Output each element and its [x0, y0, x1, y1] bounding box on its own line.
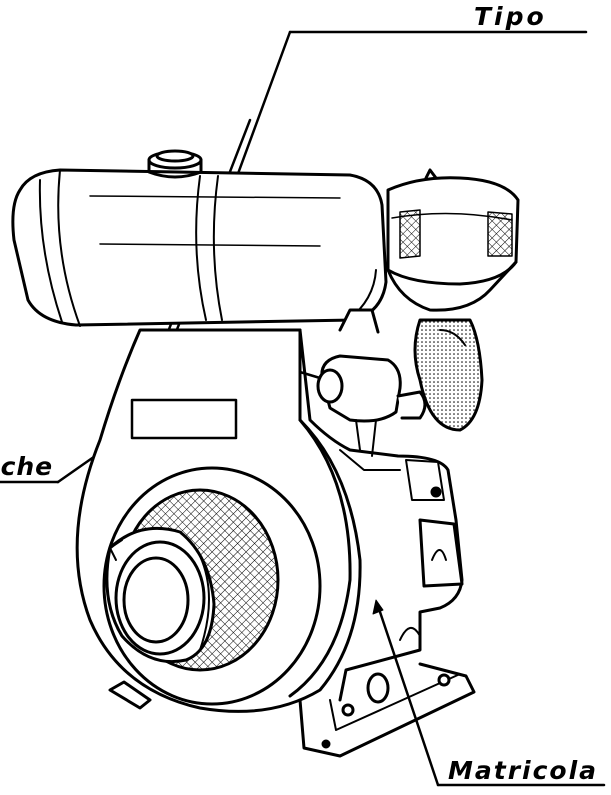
label-matricola: Matricola: [448, 756, 599, 785]
label-tipo: Tipo: [474, 2, 547, 31]
fuel-tank: [11, 168, 388, 327]
mounting-base: [108, 627, 476, 758]
intake-elbow: [413, 318, 484, 432]
air-filter: [386, 168, 520, 312]
carburettor: [316, 308, 427, 457]
label-caratteristiche: iche: [0, 452, 54, 481]
fuel-cap: [147, 149, 203, 179]
pulley: [105, 526, 216, 664]
matricola-leader: [372, 599, 606, 787]
engine-block: [290, 328, 464, 702]
